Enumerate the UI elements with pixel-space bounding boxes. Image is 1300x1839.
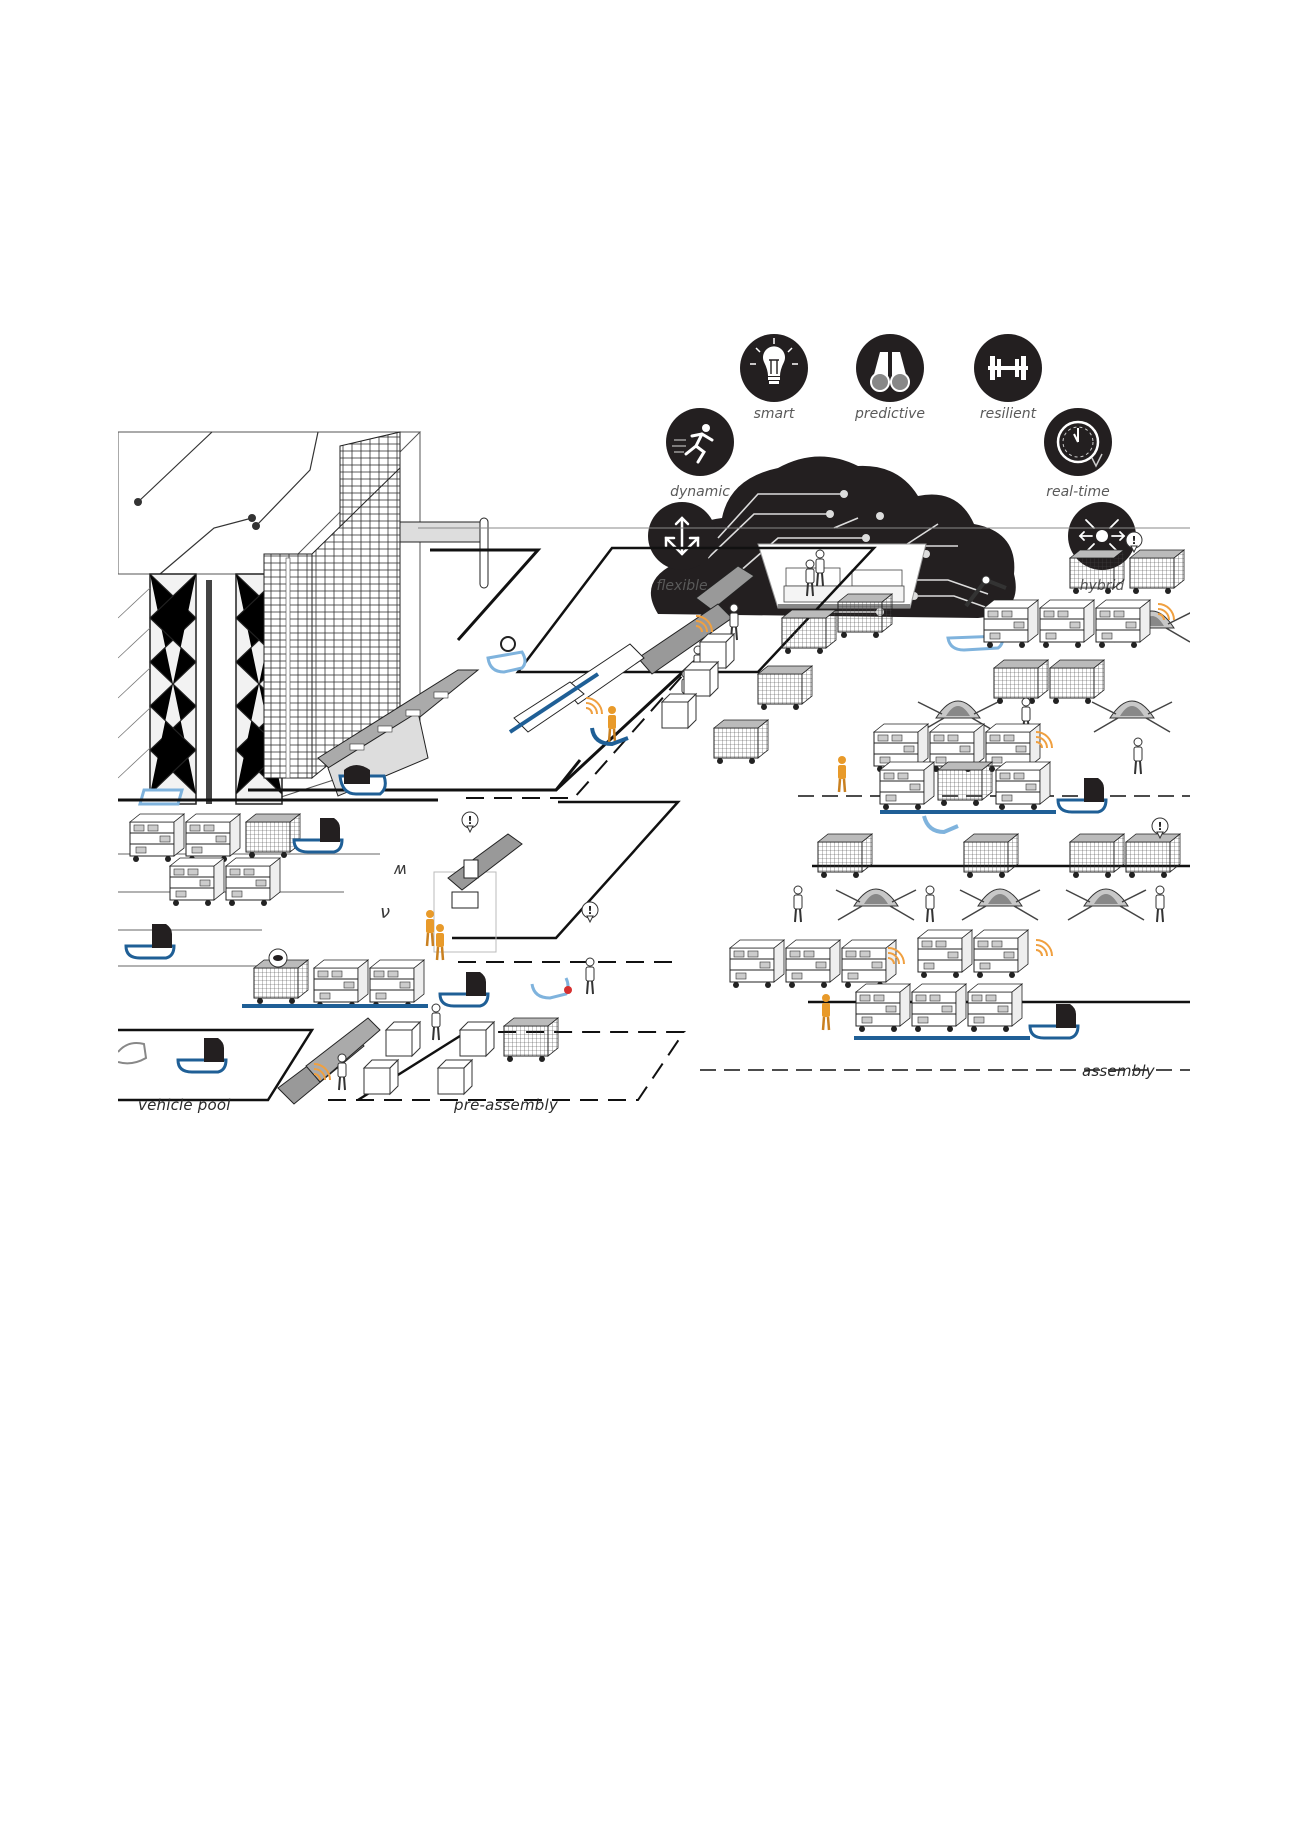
zone-label-assembly: assembly <box>1082 1062 1155 1080</box>
concept-label-smart: smart <box>754 406 795 422</box>
zone-label-pre-assembly: pre-assembly <box>454 1096 558 1114</box>
concept-label-flexible: flexible <box>656 578 707 594</box>
line-side-supermarket <box>486 565 893 765</box>
assembly-zone <box>729 531 1190 1040</box>
pre-assembly-zone <box>277 901 599 1105</box>
smart-factory-illustration: ! <box>118 318 1190 1124</box>
high-bay-rack <box>263 431 401 780</box>
lane-mark-v: ν <box>380 902 390 923</box>
agv-robot <box>338 765 387 796</box>
running-person-icon <box>666 408 734 476</box>
binoculars-icon <box>856 334 924 402</box>
arrows-diverge-icon <box>648 502 716 570</box>
cloud-concept-cluster: smart predictive resilient <box>648 334 1136 619</box>
lane-mark-m: ʍ <box>393 859 407 878</box>
clock-icon <box>1044 408 1112 476</box>
lightbulb-icon <box>740 334 808 402</box>
concept-label-predictive: predictive <box>854 406 925 422</box>
dumbbell-icon <box>974 334 1042 402</box>
concept-label-real-time: real-time <box>1046 484 1110 500</box>
warehouse <box>118 431 582 806</box>
concept-label-dynamic: dynamic <box>670 484 730 500</box>
tugger-train-lanes: ʍ ν <box>118 811 523 1074</box>
zone-label-vehicle-pool: vehicle pool <box>138 1096 231 1114</box>
concept-label-resilient: resilient <box>980 406 1037 422</box>
